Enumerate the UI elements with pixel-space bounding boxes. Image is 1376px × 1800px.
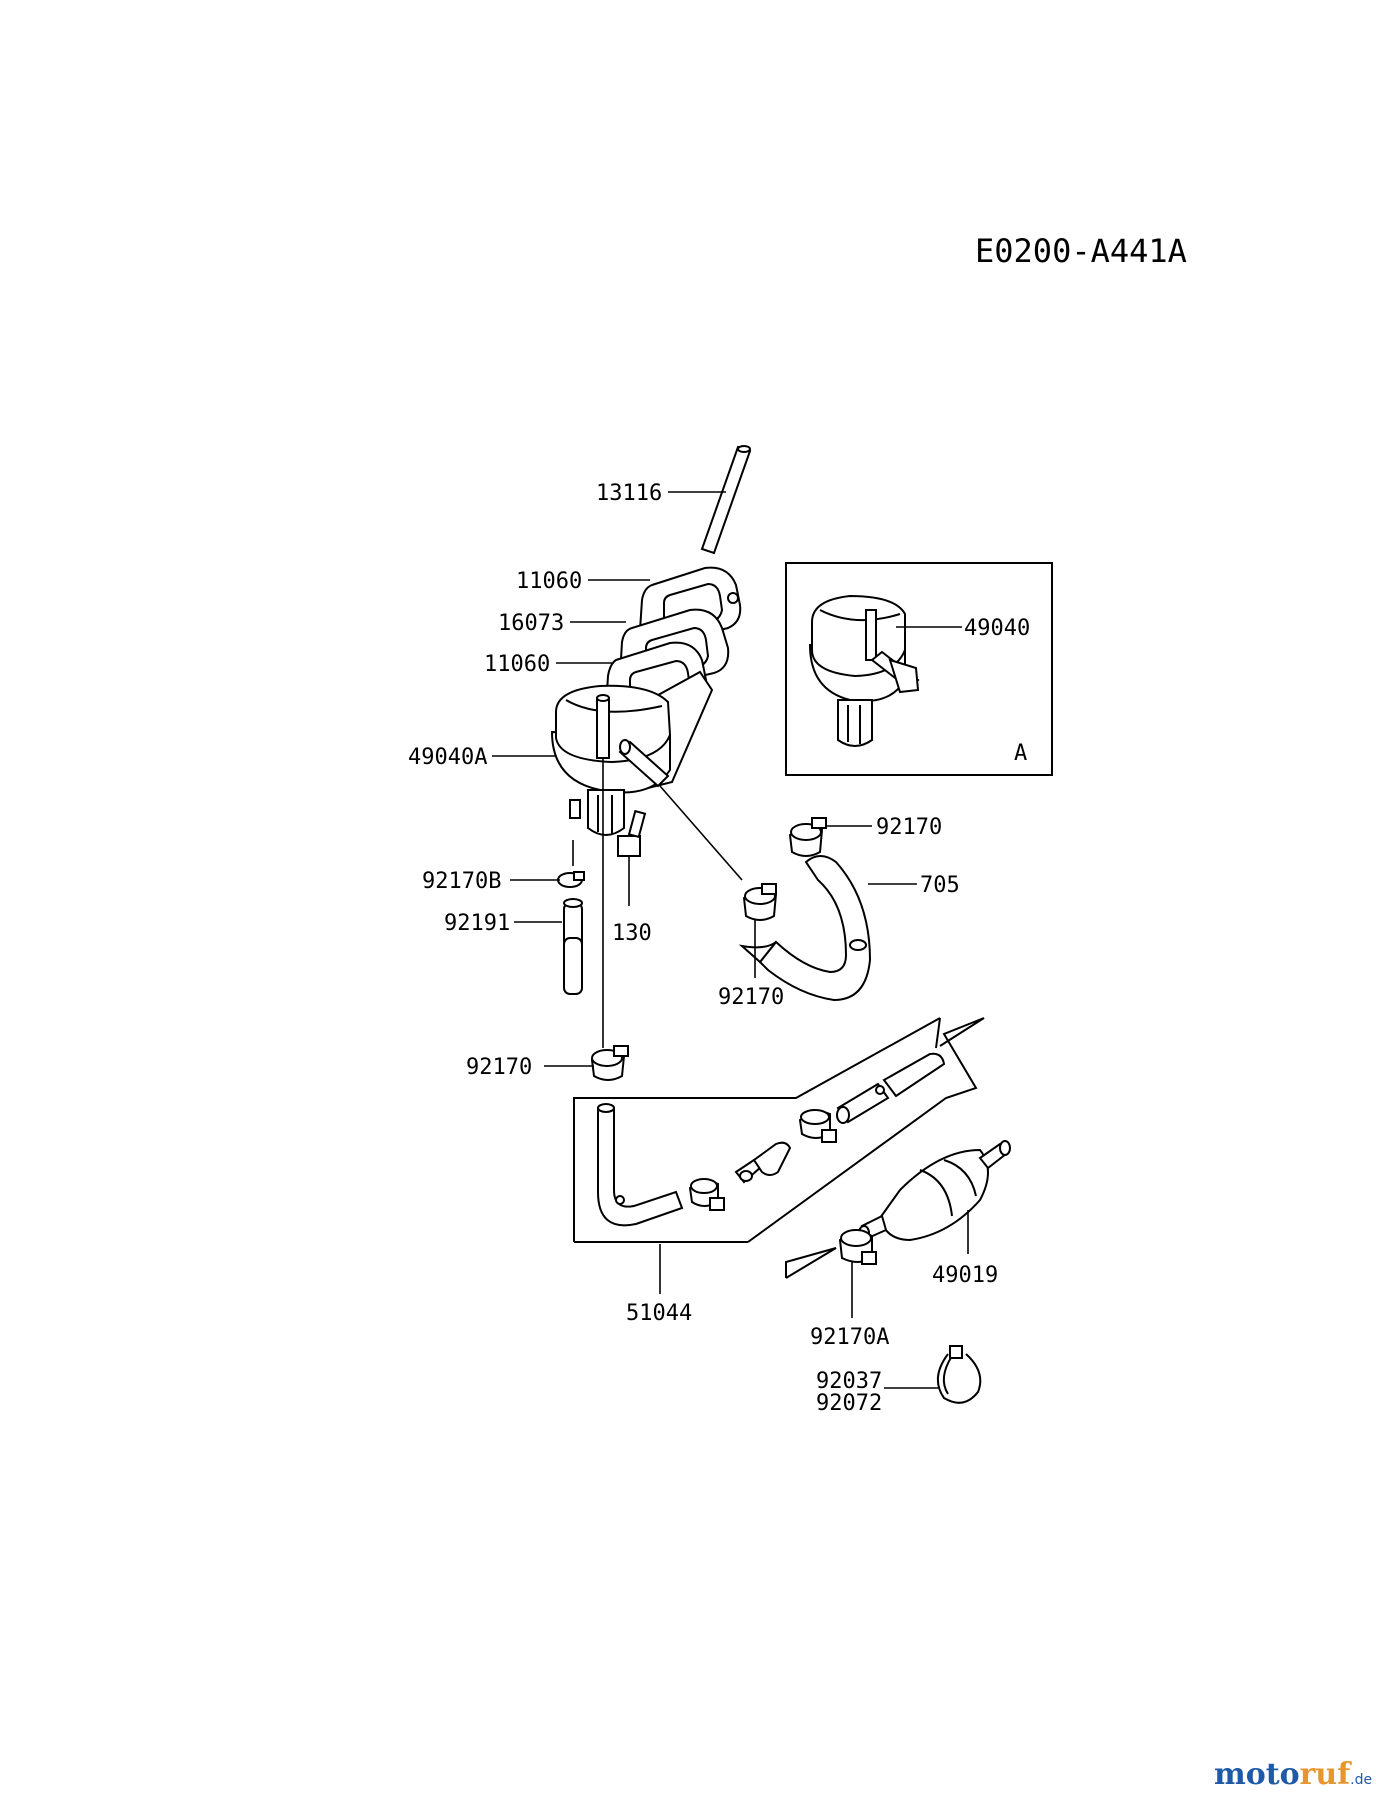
label-130: 130 — [612, 921, 652, 946]
label-92170B: 92170B — [422, 869, 501, 894]
watermark-part1: moto — [1214, 1757, 1300, 1792]
leader-lines — [492, 491, 969, 1389]
watermark-suffix: .de — [1350, 1772, 1372, 1788]
label-16073: 16073 — [498, 611, 564, 636]
part-92170B-clamp — [557, 871, 585, 888]
label-92170A: 92170A — [810, 1325, 889, 1350]
part-92170-clamp-middle — [742, 883, 778, 921]
label-49019: 49019 — [932, 1263, 998, 1288]
label-92170-upper: 92170 — [876, 815, 942, 840]
label-92037: 92037 — [816, 1369, 882, 1394]
part-92170-clamp-lower — [590, 1045, 629, 1081]
label-51044: 51044 — [626, 1301, 692, 1326]
watermark-part2: ruf — [1300, 1757, 1353, 1792]
part-92191-hose — [563, 898, 583, 995]
label-92170-lower: 92170 — [466, 1055, 532, 1080]
label-92191: 92191 — [444, 911, 510, 936]
svg-text:motoruf.de: motoruf.de — [1214, 1757, 1372, 1792]
inset-view-a — [785, 562, 1053, 776]
label-92170-middle: 92170 — [718, 985, 784, 1010]
label-92072: 92072 — [816, 1391, 882, 1416]
label-11060-bottom: 11060 — [484, 652, 550, 677]
inset-label-a: A — [1014, 741, 1027, 766]
part-92170A-clamp — [785, 1229, 877, 1279]
part-92170-clamp-upper — [788, 817, 827, 857]
label-11060-top: 11060 — [516, 569, 582, 594]
part-705-fuel-hose — [738, 855, 872, 1002]
watermark-logo: motoruf.de — [1214, 1757, 1372, 1792]
part-13116-rod — [700, 445, 752, 555]
diagram-code: E0200-A441A — [975, 232, 1187, 270]
part-49040A-fuel-pump — [550, 670, 714, 857]
label-705: 705 — [920, 873, 960, 898]
part-49019-fuel-filter — [858, 1140, 1011, 1242]
part-92037-band — [937, 1345, 982, 1404]
part-51044-fuel-line-assy — [573, 1017, 985, 1243]
label-49040A: 49040A — [408, 745, 487, 770]
label-49040: 49040 — [964, 616, 1030, 641]
label-13116: 13116 — [596, 481, 662, 506]
